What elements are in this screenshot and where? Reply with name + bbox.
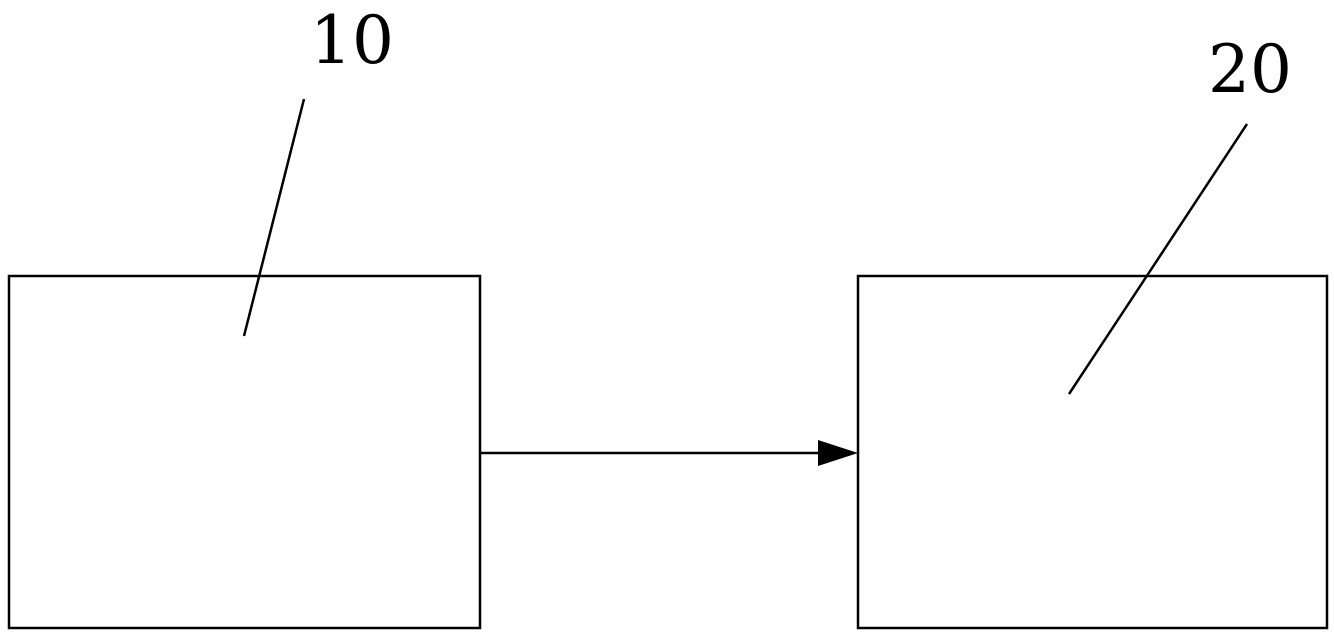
block-20-box [856,274,1329,630]
arrowhead-icon [818,440,858,466]
block-10-box [7,274,482,630]
leader-line-20 [1067,123,1249,395]
label-10: 10 [310,2,394,79]
leader-line-10 [242,98,306,337]
label-20: 20 [1208,31,1292,108]
